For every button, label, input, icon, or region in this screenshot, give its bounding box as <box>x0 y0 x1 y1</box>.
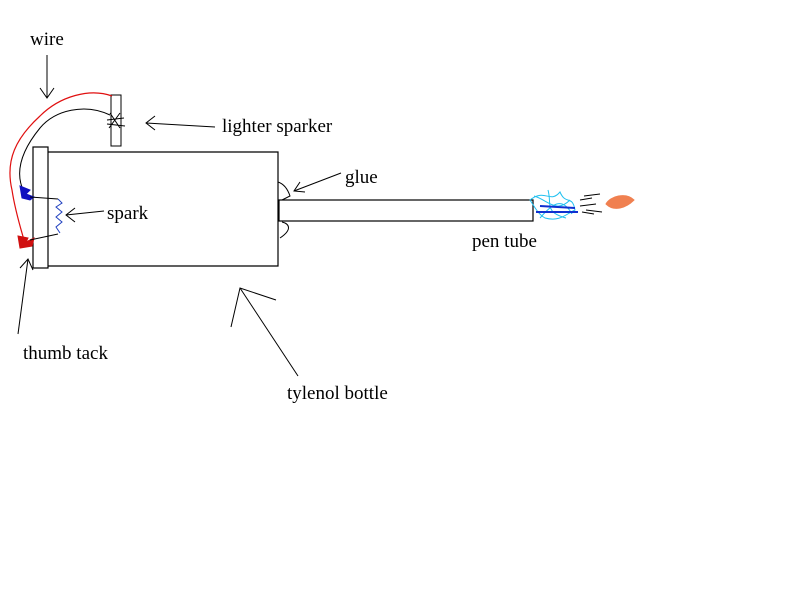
glue-blob <box>277 181 291 239</box>
red-wire <box>9 92 113 241</box>
tylenol-bottle <box>32 146 279 269</box>
spark-zigzag <box>55 198 63 234</box>
thumb-tack-blue <box>19 185 36 201</box>
label-spark: spark <box>107 203 149 224</box>
thumb-tack-red <box>17 235 35 249</box>
tack-pins <box>29 196 59 241</box>
label-lighter-sparker: lighter sparker <box>222 116 333 137</box>
black-wire <box>19 108 111 193</box>
label-tylenol-bottle: tylenol bottle <box>287 383 388 404</box>
arrows <box>17 55 342 377</box>
lighter-sparker-arrow <box>145 122 216 128</box>
pen-tube <box>278 199 534 222</box>
spark-arrow <box>65 210 105 216</box>
lighter-sparker <box>106 94 126 147</box>
thumb-tack-arrow <box>17 258 29 335</box>
label-pen-tube: pen tube <box>472 231 537 252</box>
label-thumb-tack: thumb tack <box>23 343 108 364</box>
tylenol-bottle-arrow <box>239 287 299 377</box>
flame <box>529 189 635 220</box>
label-wire: wire <box>30 29 64 50</box>
label-glue: glue <box>345 167 378 188</box>
glue-arrow <box>293 172 342 192</box>
